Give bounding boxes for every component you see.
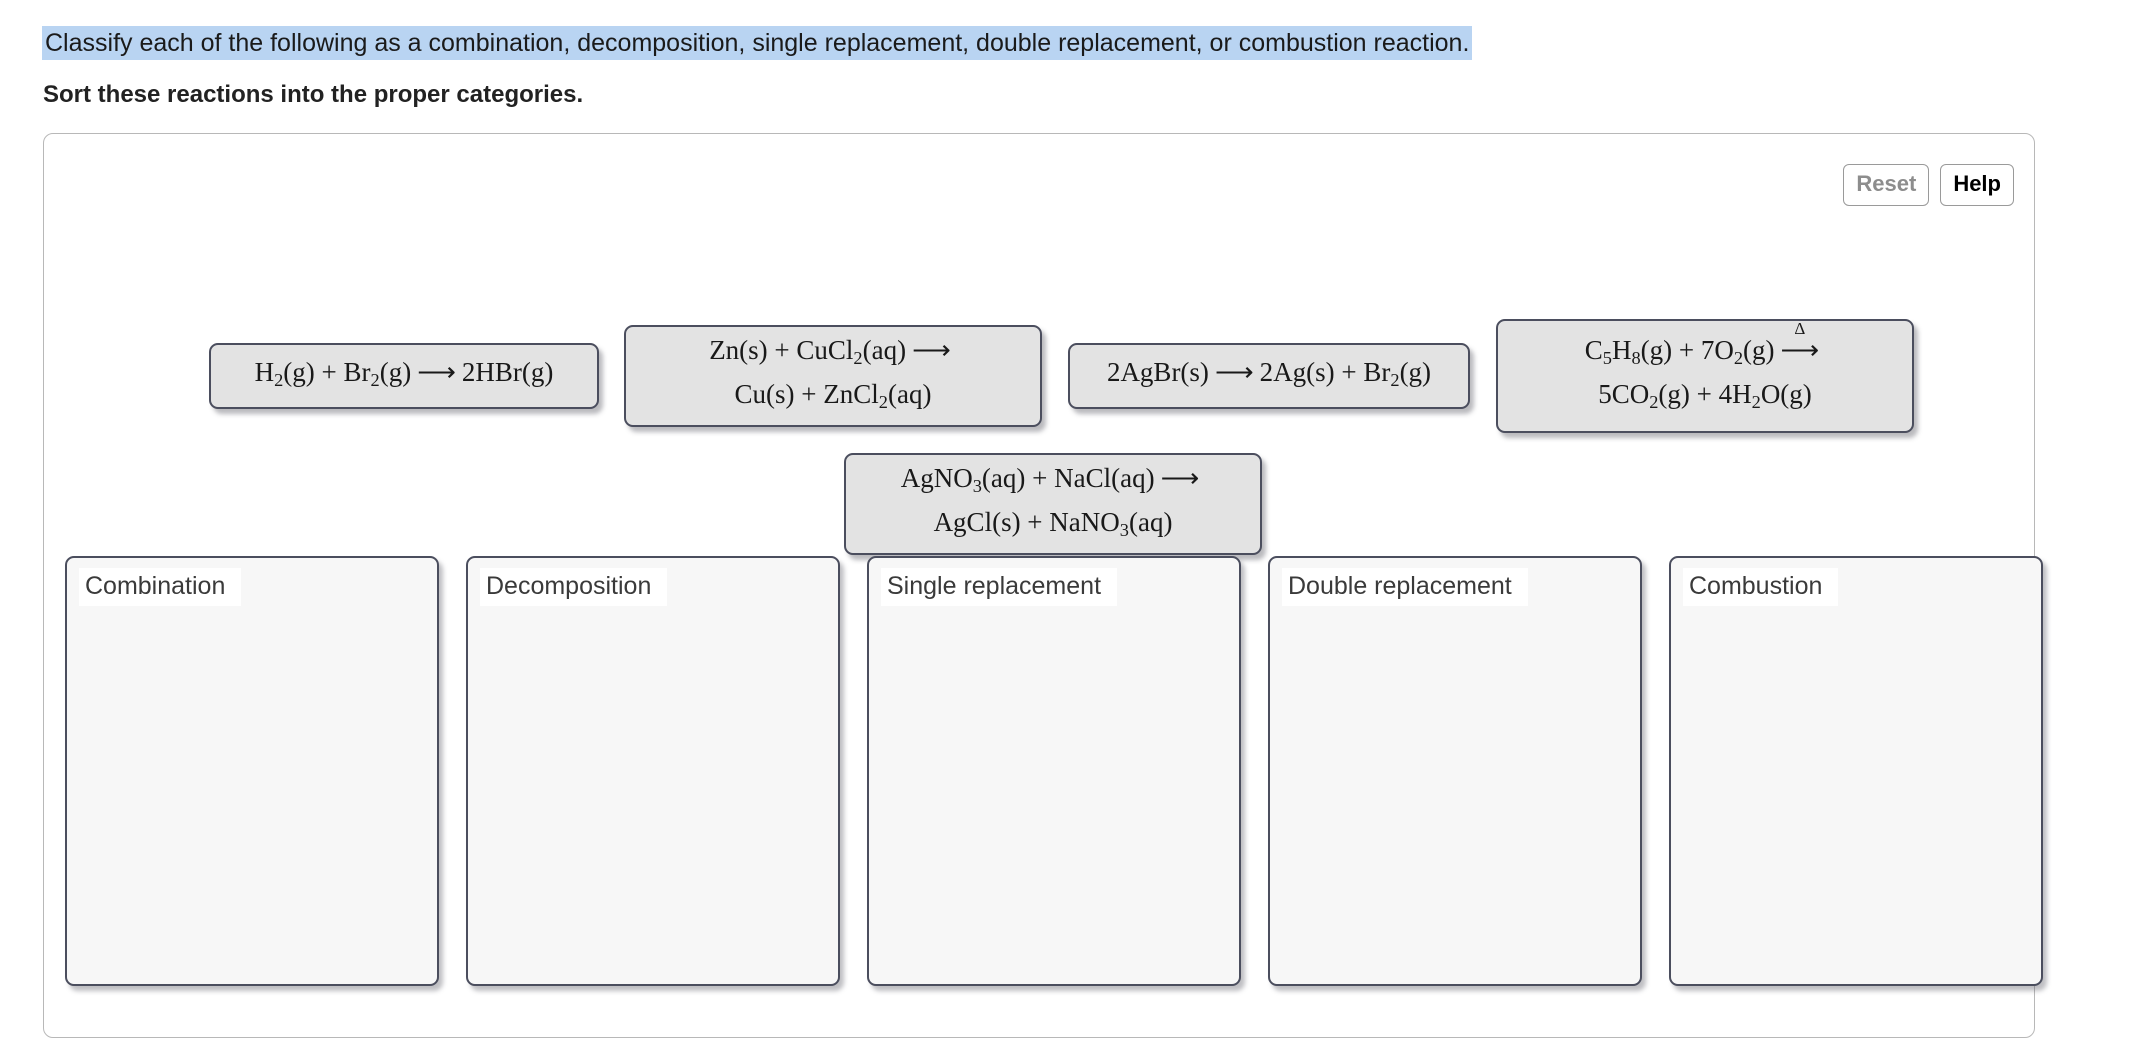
reaction-tile[interactable]: AgNO3(aq) + NaCl(aq)⟶AgCl(s) + NaNO3(aq) xyxy=(844,453,1262,555)
panel-toolbar: Reset Help xyxy=(1843,164,2014,206)
reaction-tile[interactable]: H2(g) + Br2(g)⟶2HBr(g) xyxy=(209,343,599,409)
reset-button[interactable]: Reset xyxy=(1843,164,1930,206)
question-prompt: Classify each of the following as a comb… xyxy=(42,26,1473,60)
reaction-tile-bank: H2(g) + Br2(g)⟶2HBr(g) Zn(s) + CuCl2(aq)… xyxy=(44,257,2034,555)
reaction-tile[interactable]: Zn(s) + CuCl2(aq)⟶Cu(s) + ZnCl2(aq) xyxy=(624,325,1042,427)
reaction-arrow-icon: ⟶Δ xyxy=(1775,319,1826,368)
dropzone-label: Combustion xyxy=(1683,568,1839,606)
dropzone-label: Single replacement xyxy=(881,568,1118,606)
reaction-arrow-icon: ⟶ xyxy=(1160,462,1200,493)
sort-instruction: Sort these reactions into the proper cat… xyxy=(43,81,584,108)
dropzone-combustion[interactable]: Combustion xyxy=(1669,556,2043,986)
reaction-arrow-icon: ⟶ xyxy=(912,334,951,365)
activity-panel: Reset Help H2(g) + Br2(g)⟶2HBr(g) Zn(s) … xyxy=(43,133,2043,1038)
delta-heat-icon: Δ xyxy=(1794,318,1806,338)
help-button[interactable]: Help xyxy=(1940,164,2014,206)
dropzone-decomposition[interactable]: Decomposition xyxy=(466,556,840,986)
dropzone-label: Double replacement xyxy=(1282,568,1528,606)
reaction-equation: Zn(s) + CuCl2(aq)⟶Cu(s) + ZnCl2(aq) xyxy=(709,332,957,420)
dropzone-label: Decomposition xyxy=(480,568,668,606)
dropzone-combination[interactable]: Combination xyxy=(65,556,439,986)
dropzone-label: Combination xyxy=(79,568,242,606)
reaction-arrow-icon: ⟶ xyxy=(1214,356,1254,387)
dropzone-double-replacement[interactable]: Double replacement xyxy=(1268,556,1642,986)
reaction-arrow-icon: ⟶ xyxy=(417,356,456,387)
reaction-equation: AgNO3(aq) + NaCl(aq)⟶AgCl(s) + NaNO3(aq) xyxy=(901,460,1206,548)
reaction-equation: H2(g) + Br2(g)⟶2HBr(g) xyxy=(255,354,554,398)
reaction-tile[interactable]: 2AgBr(s)⟶2Ag(s) + Br2(g) xyxy=(1068,343,1470,409)
reaction-equation: 2AgBr(s)⟶2Ag(s) + Br2(g) xyxy=(1107,354,1431,398)
dropzone-single-replacement[interactable]: Single replacement xyxy=(867,556,1241,986)
category-dropzones: Combination Decomposition Single replace… xyxy=(65,556,2043,988)
